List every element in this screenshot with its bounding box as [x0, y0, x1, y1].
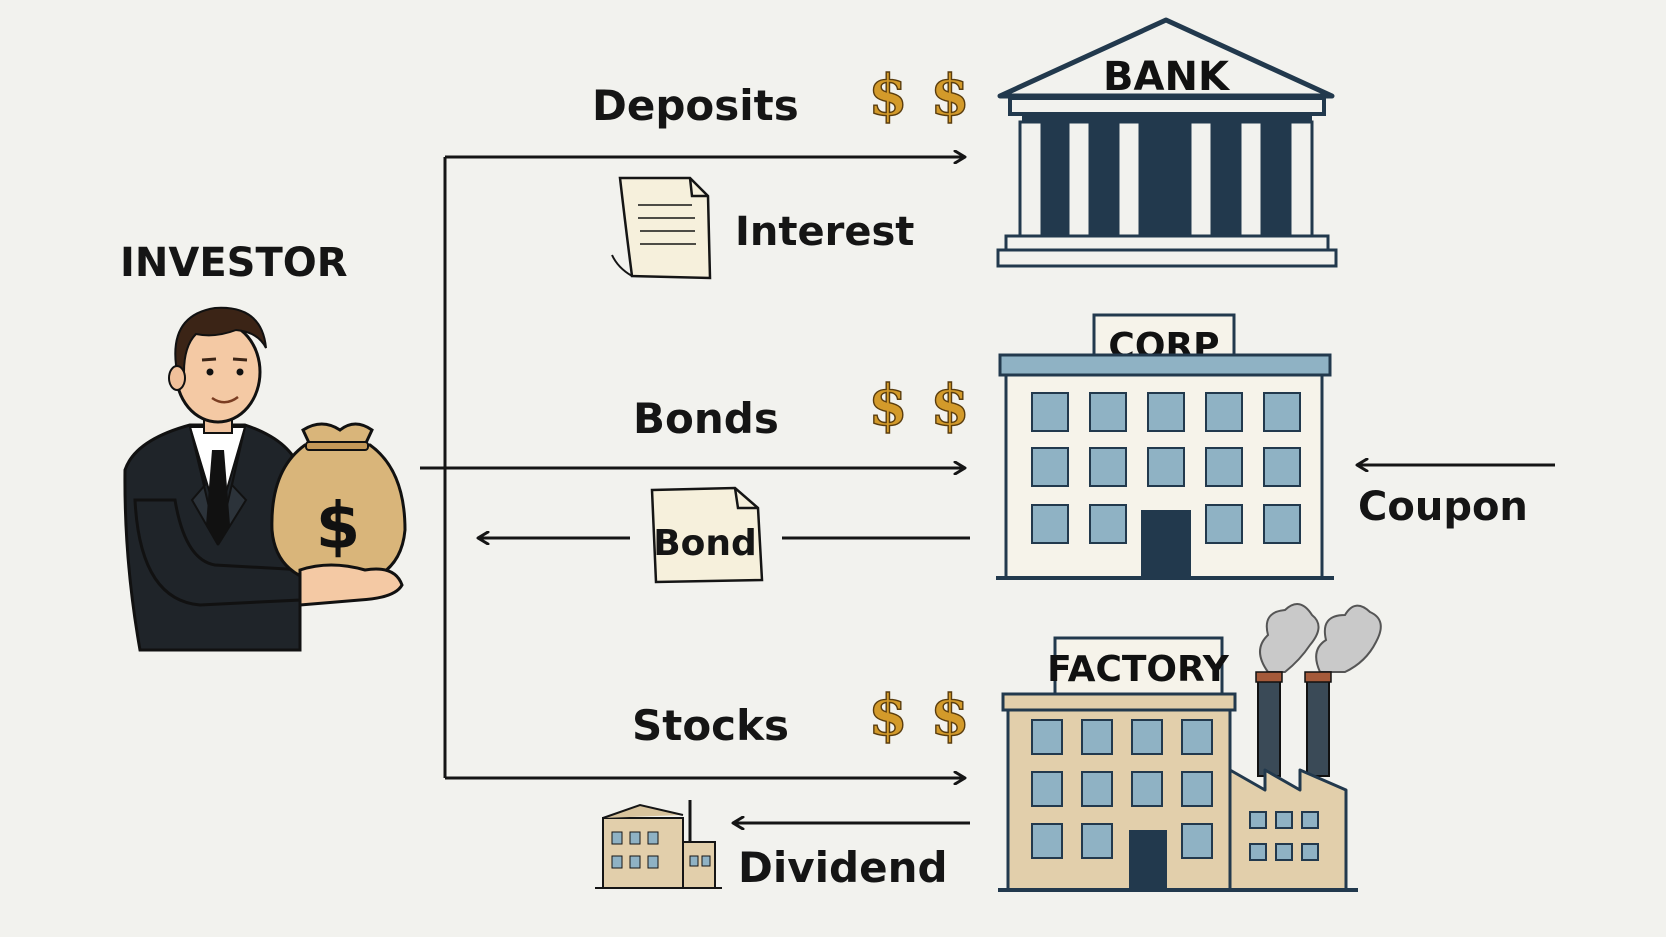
dollar-icon: $	[869, 63, 908, 129]
bond-document-label: Bond	[653, 523, 757, 564]
bank-building: BANK	[996, 17, 1338, 268]
interest-document-icon	[611, 176, 712, 280]
deposits-label: Deposits	[592, 81, 799, 130]
factory-building: FACTORY	[998, 603, 1382, 892]
interest-label: Interest	[735, 209, 914, 255]
bond-document-icon: Bond	[650, 486, 764, 584]
factory-sign: FACTORY	[1047, 649, 1230, 690]
bonds-label: Bonds	[633, 394, 779, 443]
dividend-label: Dividend	[738, 843, 948, 892]
coupon-label: Coupon	[1358, 484, 1528, 530]
stocks-label: Stocks	[632, 701, 789, 750]
dollar-icon: $	[869, 683, 908, 749]
corp-building: CORP	[996, 313, 1334, 580]
dollar-icon: $	[869, 373, 908, 439]
flow-lines	[420, 157, 1555, 823]
bank-sign: BANK	[1103, 54, 1231, 100]
dollar-icon: $	[931, 683, 970, 749]
investor-figure	[123, 306, 307, 652]
dollar-icon: $	[931, 63, 970, 129]
money-bag-icon: $	[270, 422, 407, 607]
small-factory-icon	[595, 800, 722, 889]
bag-dollar-sign: $	[316, 490, 361, 564]
investor-label: INVESTOR	[120, 240, 348, 286]
dollar-icon: $	[931, 373, 970, 439]
